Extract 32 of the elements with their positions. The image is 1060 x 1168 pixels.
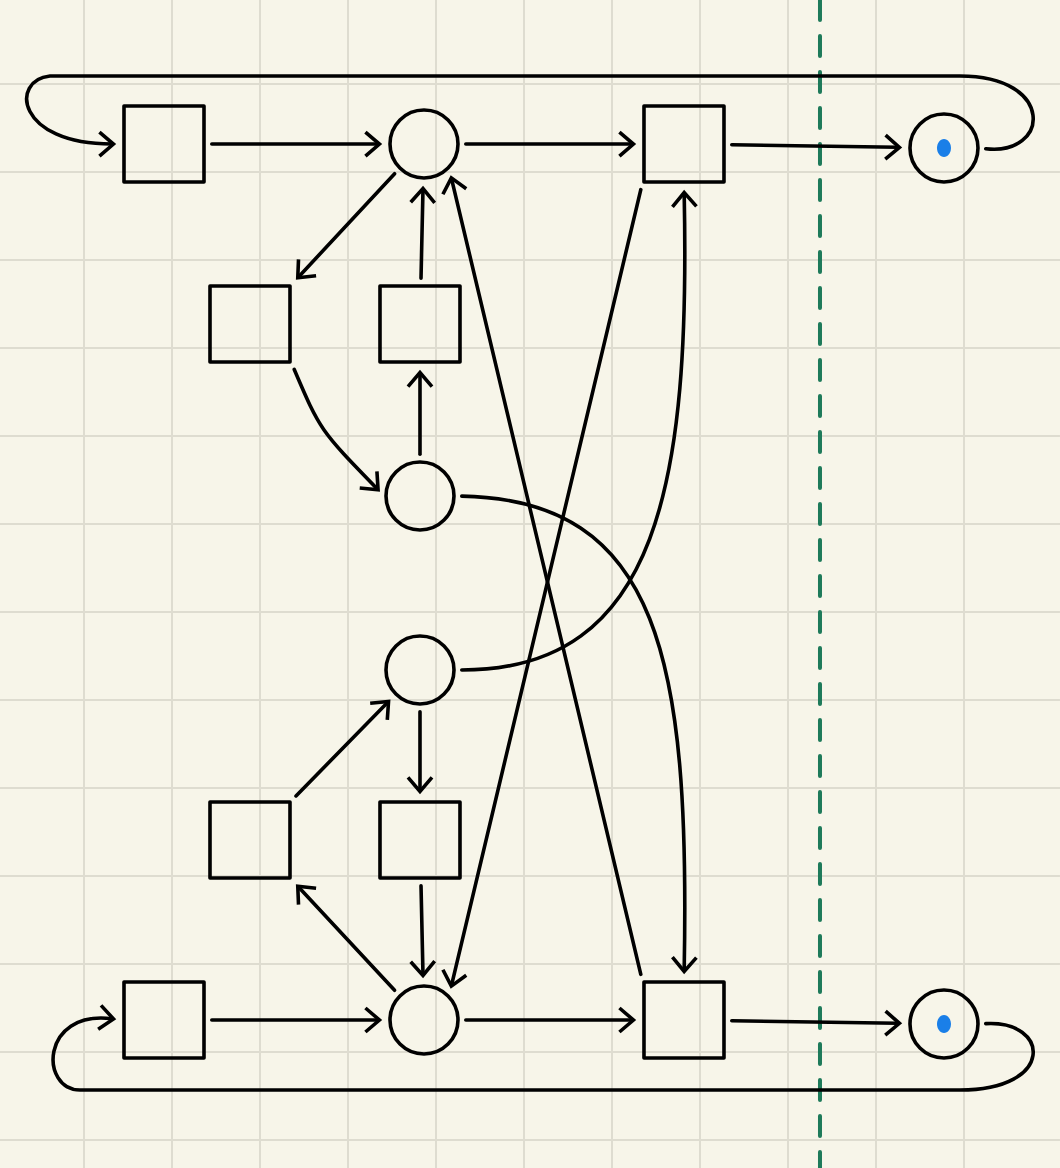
arrow [460, 189, 698, 672]
place-circle [384, 634, 456, 706]
transition-box [378, 284, 462, 364]
arrow [464, 130, 637, 158]
transition-box [208, 800, 292, 880]
arrow [409, 185, 437, 281]
arrow [730, 1009, 903, 1037]
arrow [406, 710, 434, 795]
arrow [460, 494, 698, 975]
arrow [406, 369, 434, 456]
place-circle [384, 460, 456, 532]
place-circle [388, 984, 460, 1056]
transition-box [208, 284, 292, 364]
arrow [25, 74, 1035, 158]
arrow [409, 884, 437, 979]
marked-place-circle [908, 112, 980, 184]
arrow [294, 699, 391, 798]
arrow [730, 133, 903, 161]
arrow [210, 130, 383, 158]
arrow [51, 1004, 1035, 1092]
transition-box [122, 980, 206, 1060]
place-circle [388, 108, 460, 180]
transition-box [378, 800, 462, 880]
arrow [292, 367, 380, 492]
arrow [295, 171, 397, 280]
arrow [210, 1006, 383, 1034]
transition-box [642, 980, 726, 1060]
marked-place-circle [908, 988, 980, 1060]
transition-box [642, 104, 726, 184]
transition-box [122, 104, 206, 184]
arrow [464, 1006, 637, 1034]
arrow [295, 884, 397, 993]
